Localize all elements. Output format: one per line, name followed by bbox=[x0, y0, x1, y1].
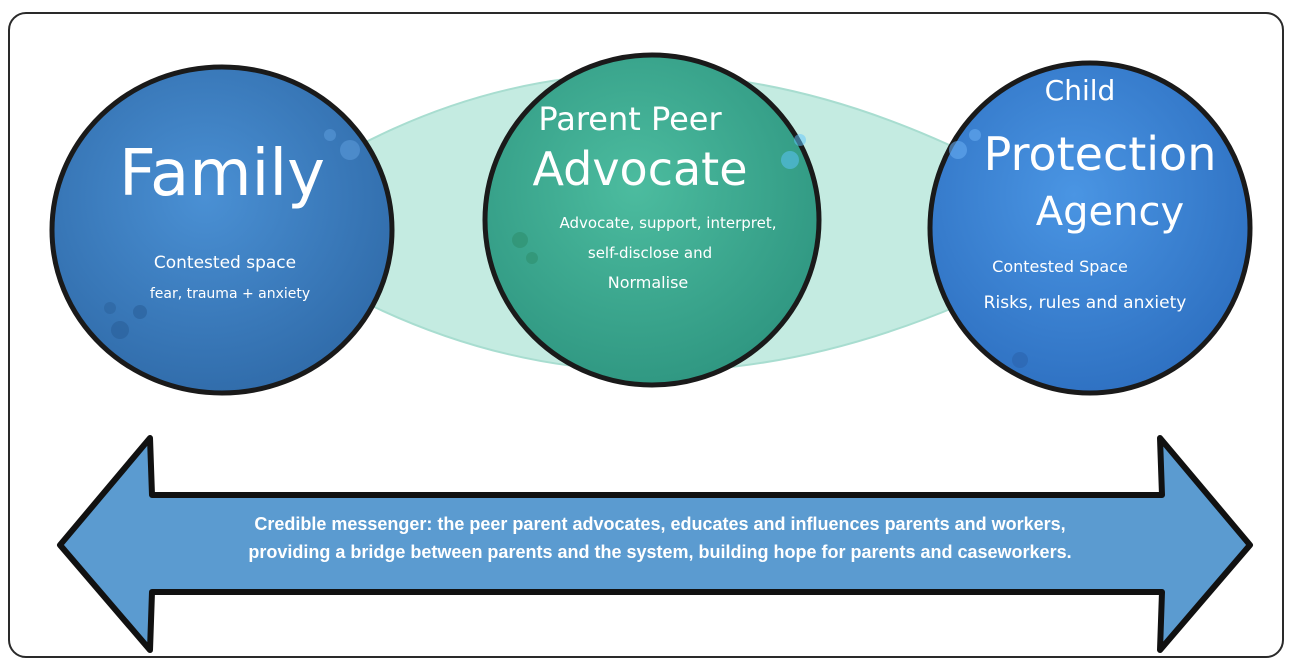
agency-title-line3: Agency bbox=[1036, 189, 1184, 235]
agency-title-line1: Child bbox=[1045, 74, 1116, 107]
agency-node: Child Protection Agency Contested Space … bbox=[927, 60, 1253, 396]
arrow-caption-line2: providing a bridge between parents and t… bbox=[248, 542, 1072, 562]
agency-desc-line1: Contested Space bbox=[992, 257, 1128, 276]
advocate-node: Parent Peer Advocate Advocate, support, … bbox=[482, 52, 822, 388]
family-title: Family bbox=[119, 137, 325, 211]
advocate-title-line2: Advocate bbox=[532, 142, 747, 196]
arrow-caption: Credible messenger: the peer parent advo… bbox=[120, 510, 1200, 566]
advocate-desc-line2: self-disclose and bbox=[588, 244, 712, 262]
arrow-caption-line1: Credible messenger: the peer parent advo… bbox=[254, 514, 1066, 534]
advocate-desc-line1: Advocate, support, interpret, bbox=[560, 214, 777, 232]
advocate-title-line1: Parent Peer bbox=[538, 100, 722, 138]
advocate-desc-line3: Normalise bbox=[608, 273, 689, 292]
family-desc-line1: Contested space bbox=[154, 253, 296, 273]
bridge-arrow bbox=[57, 435, 1253, 653]
agency-title-line2: Protection bbox=[984, 127, 1217, 181]
diagram-frame bbox=[8, 12, 1284, 658]
agency-desc-line2: Risks, rules and anxiety bbox=[984, 293, 1187, 313]
family-node: Family Contested space fear, trauma + an… bbox=[49, 64, 395, 396]
family-desc-line2: fear, trauma + anxiety bbox=[150, 286, 310, 302]
